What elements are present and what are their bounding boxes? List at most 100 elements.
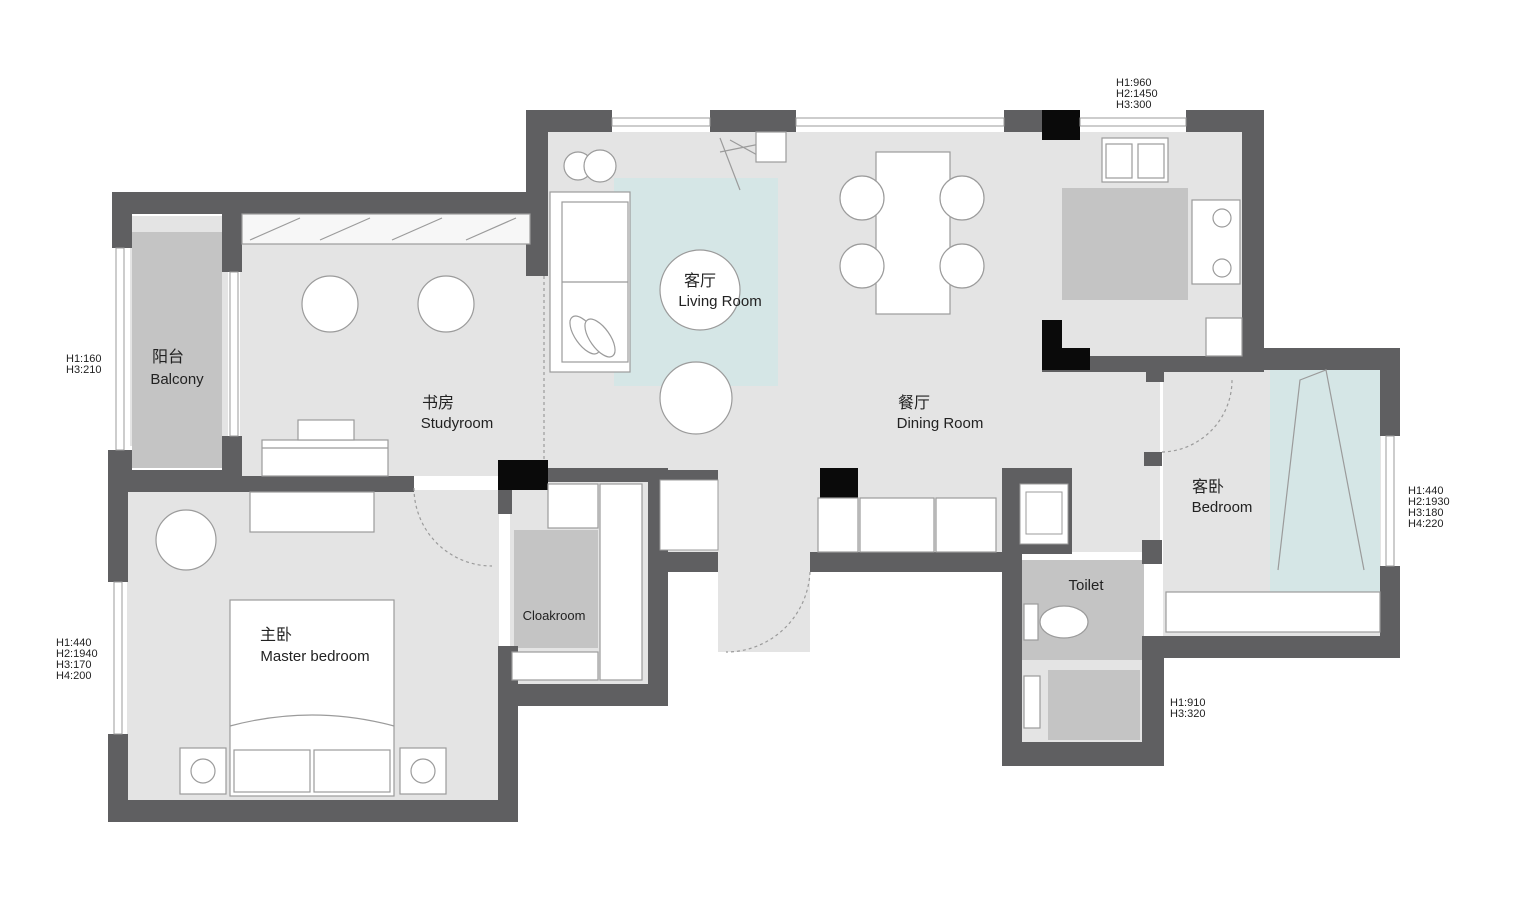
label-toilet-en: Toilet [1068,577,1104,594]
window-kitchen [1079,117,1187,127]
wall-study-left-upper [222,192,242,272]
wall-hall-bottom-left [648,552,718,572]
dining-cabinet-b [935,497,997,553]
label-living-cn: 客厅 [684,271,716,290]
door-master [413,487,493,567]
doors [413,276,1233,653]
wall-hall-bottom-right [810,552,1022,572]
dim-guest-1: H1:440 [1408,485,1443,497]
window-guest [1385,435,1395,567]
toilet-basin [1023,675,1041,729]
dining-chair-tl [839,175,885,221]
dim-master-1: H1:440 [56,637,91,649]
kitchen-sink-a [1105,143,1133,179]
wall-kitchen-right [1242,110,1264,370]
walls [108,110,1400,822]
sofa-pillow-b [584,318,616,358]
dim-balcony-2: H3:210 [66,364,101,376]
pillar-kitchen-bottom-wide [1042,348,1090,370]
pillar-hall [820,468,858,498]
wall-cloak-bottom [498,684,668,706]
dim-guest-3: H3:180 [1408,507,1443,519]
wall-master-left-upper [108,470,128,582]
nightstand-left [179,747,227,795]
toilet-tank [1023,603,1039,641]
wall-master-bottom [108,800,518,822]
dim-guest-4: H4:220 [1408,518,1443,530]
guest-rug-lines [1277,369,1365,571]
study-chair-right [417,275,475,333]
wall-toilet-bottom [1002,742,1164,766]
hallway-floor [718,552,810,652]
sink-basin [1025,491,1063,535]
window-master [113,581,123,735]
dining-chair-bl [839,243,885,289]
door-guest [1161,379,1233,453]
wall-top-mid [710,110,796,132]
wall-guest-left-upper [1144,452,1162,466]
label-master-en: Master bedroom [260,648,369,665]
floor-areas [127,132,1381,802]
label-guest-cn: 客卧 [1192,477,1224,496]
hall-closet [659,479,719,551]
wall-hall-left [648,470,658,572]
guest-rug [1270,370,1380,592]
dim-master-4: H4:200 [56,670,91,682]
wall-dining-right [1146,370,1164,382]
wall-toilet-right [1142,636,1164,766]
cloak-shelves-top [547,483,599,529]
dim-toilet-2: H3:320 [1170,708,1205,720]
cloak-tile [514,530,598,648]
wall-hall-top [648,470,718,480]
kitchen-sink-b [1137,143,1165,179]
living-chair [659,361,733,435]
pillar-study [498,460,548,490]
balcony-tile [132,232,222,468]
pillars [498,110,1090,498]
label-guest-en: Bedroom [1192,499,1253,516]
pillar-kitchen-top [1042,110,1080,140]
dining-chair-tr [939,175,985,221]
dining-table [875,151,951,315]
label-balcony-en: Balcony [150,371,204,388]
cloak-shelves-bottom [511,651,599,681]
wall-toilet-left [1002,552,1022,766]
dim-master-2: H2:1940 [56,648,98,660]
wall-cloak-top [540,468,668,482]
dim-kitchen-2: H2:1450 [1116,88,1158,100]
dim-guest-2: H2:1930 [1408,496,1450,508]
window-balcony [115,247,125,451]
wall-guest-top [1264,348,1400,370]
cloak-shelves-right [599,483,643,681]
label-balcony-cn: 阳台 [152,347,184,366]
window-top-dining [795,117,1005,127]
dim-master-3: H3:170 [56,659,91,671]
study-chair-left [301,275,359,333]
kitchen-fridge [1205,317,1243,357]
furniture [155,131,1381,797]
wall-balcony-divider [222,436,242,470]
windows [113,117,1395,735]
dining-cabinet-a [859,497,935,553]
study-bookshelf [241,213,531,245]
lamp-left [190,758,216,784]
toilet-bowl [1039,605,1089,639]
dim-toilet-1: H1:910 [1170,697,1205,709]
toilet-tile [1022,560,1144,660]
wall-top-right [1004,110,1044,132]
room-labels: 客厅 Living Room 餐厅 Dining Room 书房 Studyro… [150,271,1252,665]
dining-chair-br [939,243,985,289]
dim-kitchen-1: H1:960 [1116,77,1151,89]
lamp-right [410,758,436,784]
study-monitor [297,419,355,441]
kitchen-island [1062,188,1188,300]
dim-balcony-1: H1:160 [66,353,101,365]
wall-guest-bottom [1142,636,1400,658]
burner-top [1212,208,1232,228]
master-pillow-right [313,749,391,793]
master-chair [155,509,217,571]
wall-guest-left-lower [1142,540,1162,564]
label-dining-cn: 餐厅 [898,393,930,412]
label-master-cn: 主卧 [260,625,292,644]
label-dining-en: Dining Room [897,415,984,432]
